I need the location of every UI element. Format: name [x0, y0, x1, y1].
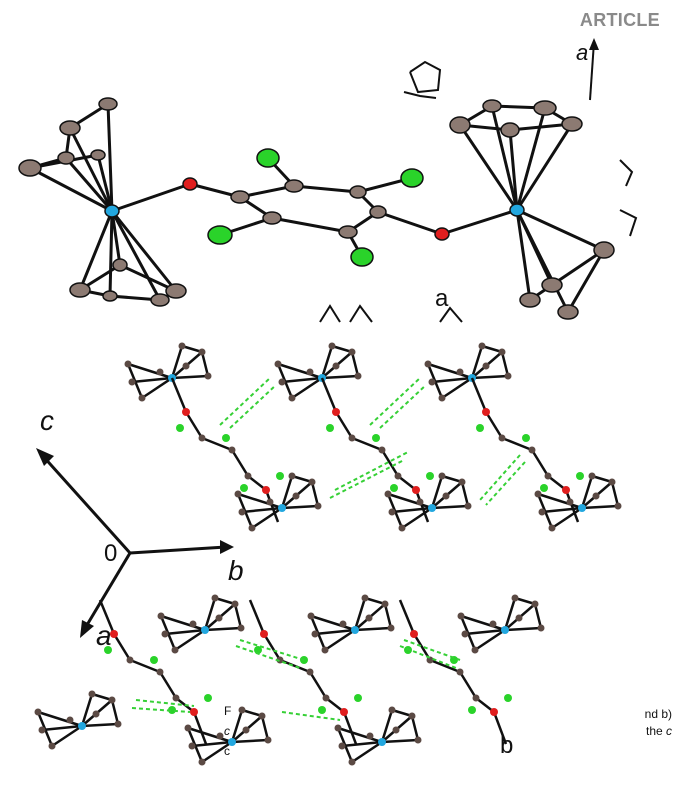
ortep-molecule-panel-a	[28, 102, 606, 314]
axis-label-origin: 0	[104, 540, 118, 567]
caption-fragment-right-1: nd b)	[644, 707, 672, 721]
caption-fragment-left-3: c	[224, 744, 230, 758]
partial-neighbor-fragments	[319, 60, 638, 323]
central-ring	[188, 156, 519, 259]
panel-label-a: a	[435, 285, 449, 312]
caption-fragment-right-2: the c	[646, 725, 672, 737]
caption-fragment-left-2: c	[224, 724, 230, 738]
left-ferrocene	[28, 102, 192, 302]
caption-fragment-left-1: F	[224, 704, 232, 718]
axis-label-top-a: a	[576, 40, 589, 65]
axis-label-a: a	[96, 620, 112, 651]
halogen-contacts	[131, 377, 526, 721]
top-axis-arrow	[589, 38, 599, 101]
right-ferrocene	[458, 104, 606, 314]
article-header-label: ARTICLE	[579, 10, 660, 30]
packing-panel-b-upper	[123, 341, 623, 533]
ortep-atoms	[18, 97, 615, 320]
axis-label-c: c	[40, 405, 54, 436]
caption-fragment-right-2-text: the	[645, 724, 666, 738]
caption-fragment-right-2-italic: c	[666, 724, 672, 738]
panel-label-b: b	[500, 732, 514, 759]
axis-triad	[36, 448, 234, 638]
axis-label-b: b	[228, 555, 244, 586]
